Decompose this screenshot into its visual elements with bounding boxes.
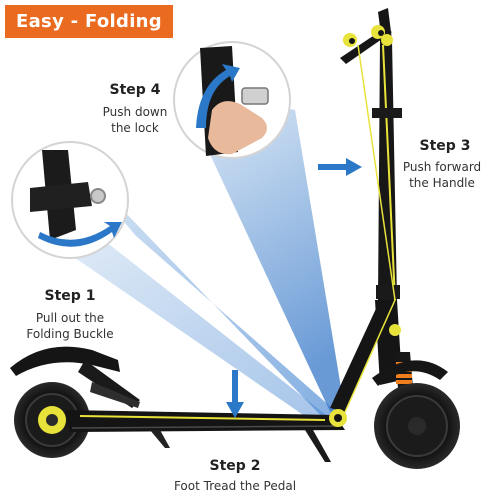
beam-step4 [180, 90, 345, 418]
front-wheel-icon [372, 360, 460, 469]
beam-step1 [65, 150, 340, 425]
yellow-hinge-marker-icon [329, 409, 347, 427]
step1-title: Step 1 [44, 288, 96, 304]
rear-wheel-icon [14, 382, 90, 458]
step4-desc-line1: Push down [102, 105, 168, 119]
steering-stem-icon [330, 40, 402, 412]
easy-folding-badge: Easy - Folding [5, 5, 173, 38]
step3-title: Step 3 [419, 138, 471, 154]
step1-inset-icon [11, 141, 129, 259]
blue-arrow-icon [196, 64, 240, 128]
handlebar-icon [340, 8, 392, 64]
blue-arrow-icon [226, 370, 244, 418]
deck-icon [65, 410, 345, 448]
step3-desc-line2: the Handle [409, 176, 475, 190]
blue-arrow-icon [38, 222, 122, 247]
blue-arrow-icon [318, 158, 362, 176]
step4-desc-line2: the lock [111, 121, 159, 135]
stem-yellow-marker [381, 34, 393, 46]
step2-title: Step 2 [209, 458, 261, 474]
step2-desc: Foot Tread the Pedal [173, 479, 297, 493]
step1-desc-line2: Folding Buckle [26, 327, 114, 341]
step1-desc-line1: Pull out the [35, 311, 105, 325]
rear-fender-icon [10, 346, 120, 376]
step4-inset-icon [173, 41, 291, 159]
step4-title: Step 4 [109, 82, 161, 98]
step3-desc-line1: Push forward [402, 160, 482, 174]
beam-step1-shade [20, 220, 335, 430]
